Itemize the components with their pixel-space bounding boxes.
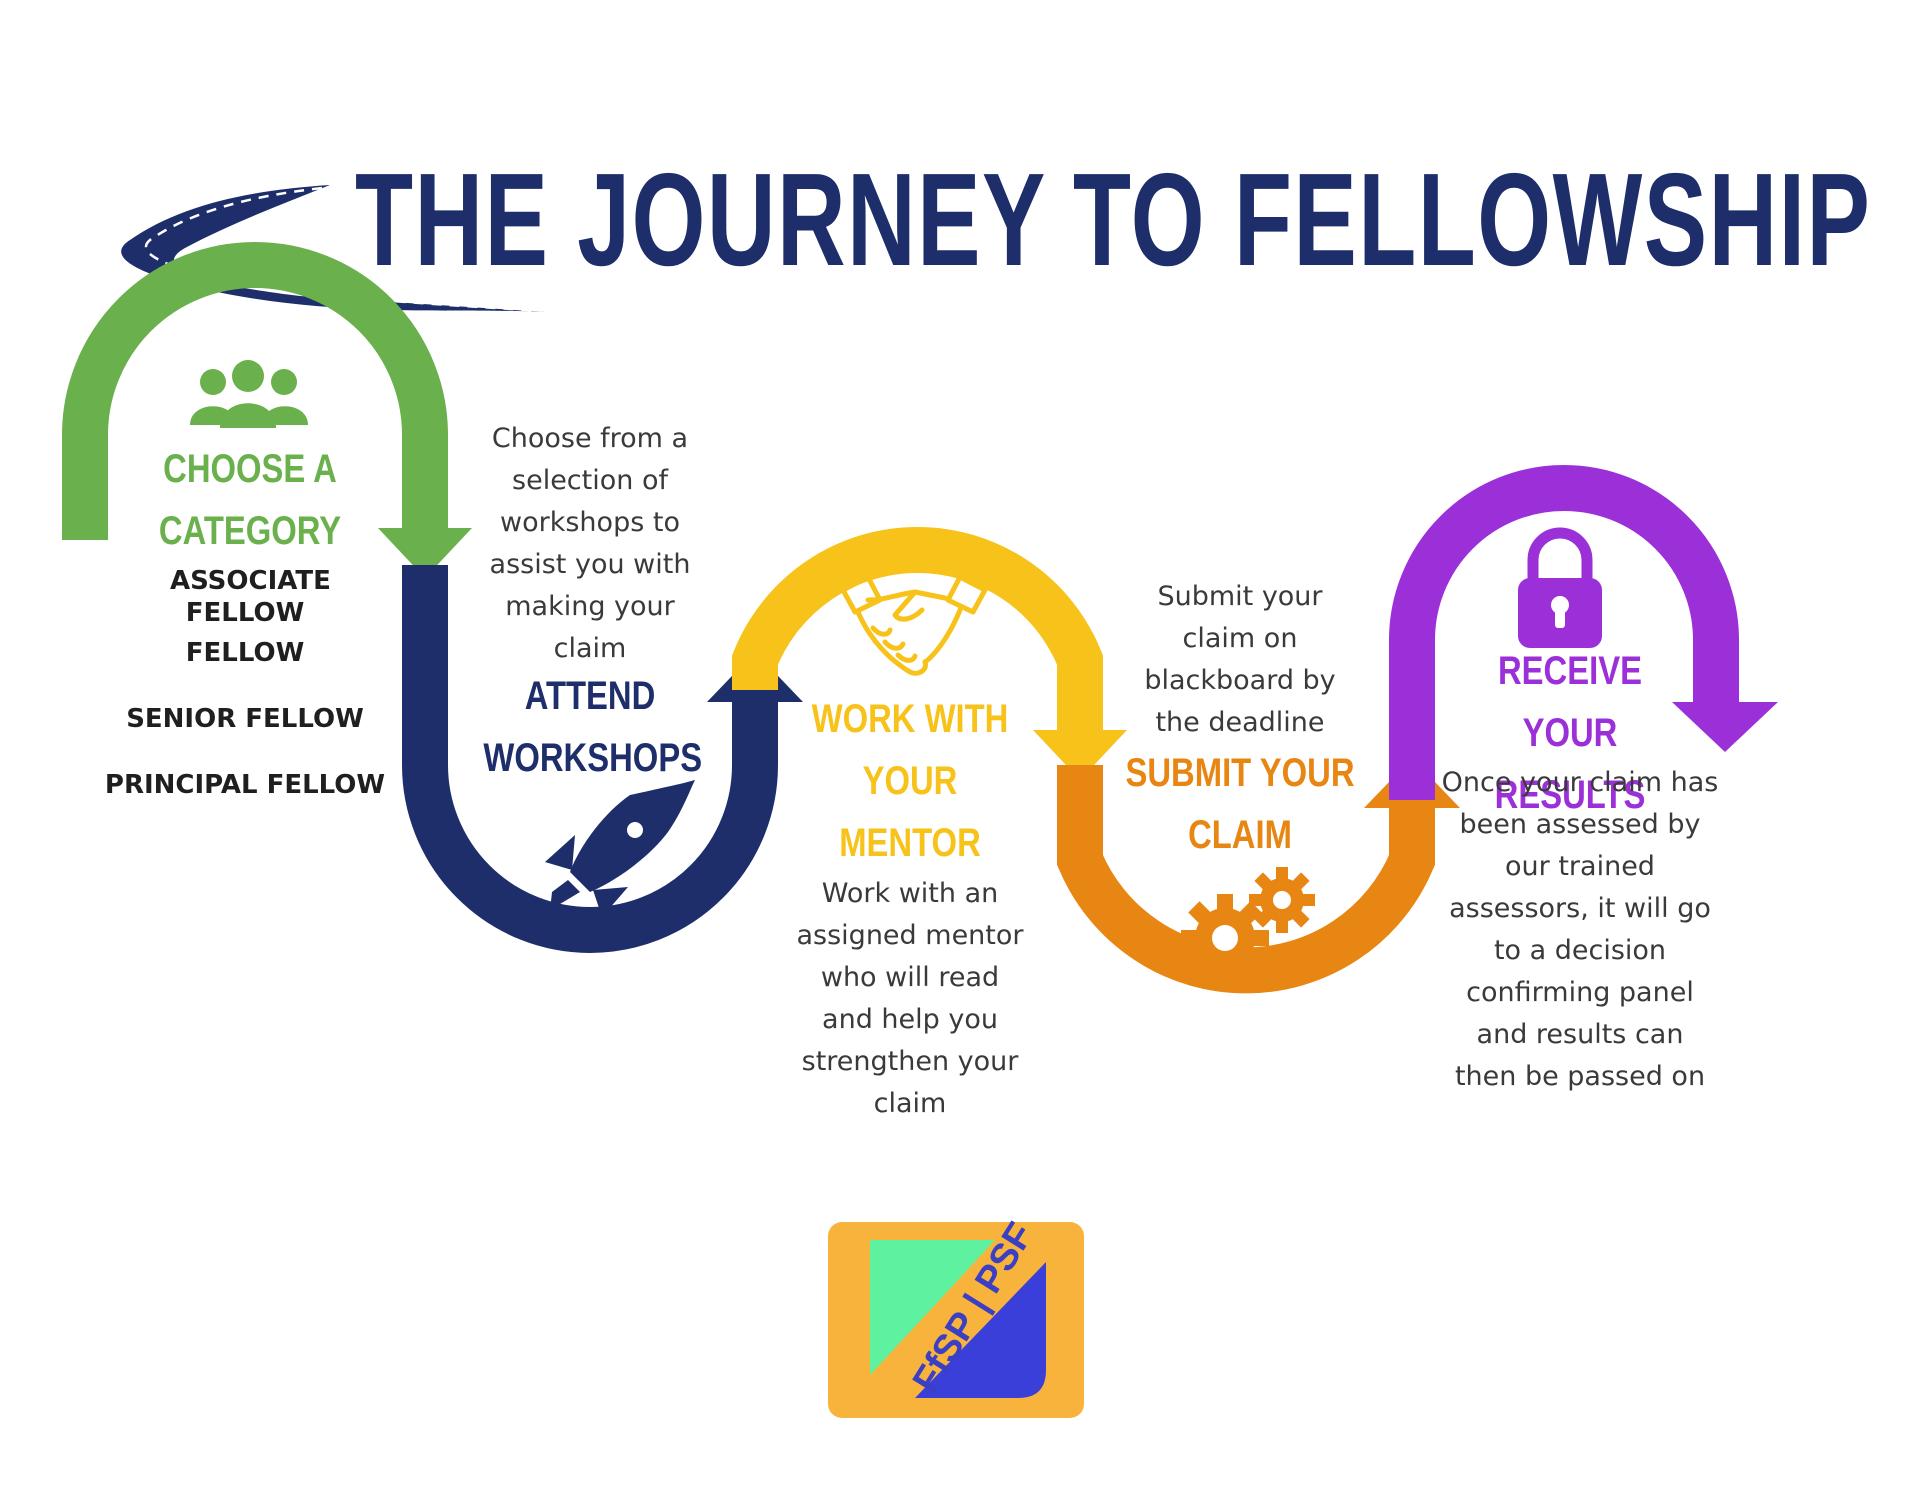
desc-line: been assessed by [1459, 809, 1701, 840]
heading-line: WORKSHOPS [483, 736, 703, 780]
desc-line: assessors, it will go [1449, 893, 1711, 924]
category-principal-fellow: PRINCIPAL FELLOW [104, 770, 386, 800]
step-heading-submit-claim: SUBMIT YOUR CLAIM [1100, 742, 1380, 866]
step-description-attend-workshops: Choose from a selection of workshops to … [460, 418, 720, 670]
desc-line: Work with an [821, 878, 999, 909]
heading-line: CLAIM [1188, 813, 1292, 857]
rocket-icon [545, 780, 695, 917]
desc-line: then be passed on [1454, 1061, 1706, 1092]
desc-line: confirming panel [1466, 977, 1694, 1008]
desc-line: claim on [1182, 623, 1298, 654]
step-description-submit-claim: Submit your claim on blackboard by the d… [1110, 576, 1370, 744]
page-title: THE JOURNEY TO FELLOWSHIP [355, 146, 1872, 293]
desc-line: Submit your [1157, 581, 1323, 612]
heading-line: CHOOSE A [163, 447, 337, 491]
handshake-icon [840, 574, 988, 676]
ffsp-psf-logo [828, 1222, 1084, 1418]
heading-line: WORK WITH [811, 697, 1009, 741]
desc-line: blackboard by [1144, 665, 1336, 696]
heading-line: ATTEND [524, 674, 656, 718]
desc-line: assist you with [489, 549, 691, 580]
people-group-icon [190, 360, 308, 428]
desc-line: assigned mentor [796, 920, 1024, 951]
desc-line: making your [505, 591, 675, 622]
desc-line: claim [553, 633, 627, 664]
desc-line: who will read [820, 962, 1000, 993]
desc-line: and results can [1476, 1019, 1684, 1050]
heading-line: YOUR [862, 759, 958, 803]
category-senior-fellow: SENIOR FELLOW [126, 704, 364, 734]
gears-icon [1181, 867, 1315, 982]
yellow-arch [732, 526, 1127, 780]
step-description-work-with-mentor: Work with an assigned mentor who will re… [770, 873, 1050, 1125]
step-description-receive-results: Once your claim has been assessed by our… [1430, 762, 1730, 1098]
step-heading-receive-results: RECEIVE YOUR RESULTS [1430, 640, 1710, 826]
desc-line: strengthen your [801, 1046, 1019, 1077]
step-heading-choose-category: CHOOSE A CATEGORY [130, 438, 370, 562]
heading-line: SUBMIT YOUR [1125, 751, 1355, 795]
purple-arch [1389, 465, 1778, 800]
desc-line: the deadline [1155, 707, 1325, 738]
category-fellow: FELLOW [185, 638, 305, 668]
road-icon [121, 185, 546, 313]
desc-line: claim [873, 1088, 947, 1119]
desc-line: selection of [512, 465, 668, 496]
category-list: ASSOCIATE FELLOW FELLOW SENIOR FELLOW PR… [95, 565, 395, 801]
desc-line: Choose from a [491, 423, 689, 454]
desc-line: and help you [822, 1004, 998, 1035]
heading-line: MENTOR [839, 821, 981, 865]
step-heading-attend-workshops: ATTEND WORKSHOPS [460, 665, 720, 789]
desc-line: workshops to [500, 507, 680, 538]
green-arch [62, 242, 472, 578]
padlock-icon [1518, 527, 1602, 648]
desc-line: to a decision [1493, 935, 1667, 966]
step-heading-work-with-mentor: WORK WITH YOUR MENTOR [780, 688, 1040, 874]
heading-line: CATEGORY [158, 509, 342, 553]
heading-line: RESULTS [1494, 773, 1646, 817]
desc-line: Once your claim has [1441, 767, 1719, 798]
heading-line: RECEIVE YOUR [1497, 649, 1642, 755]
desc-line: our trained [1505, 851, 1655, 882]
category-associate-fellow: ASSOCIATE FELLOW [170, 566, 331, 628]
